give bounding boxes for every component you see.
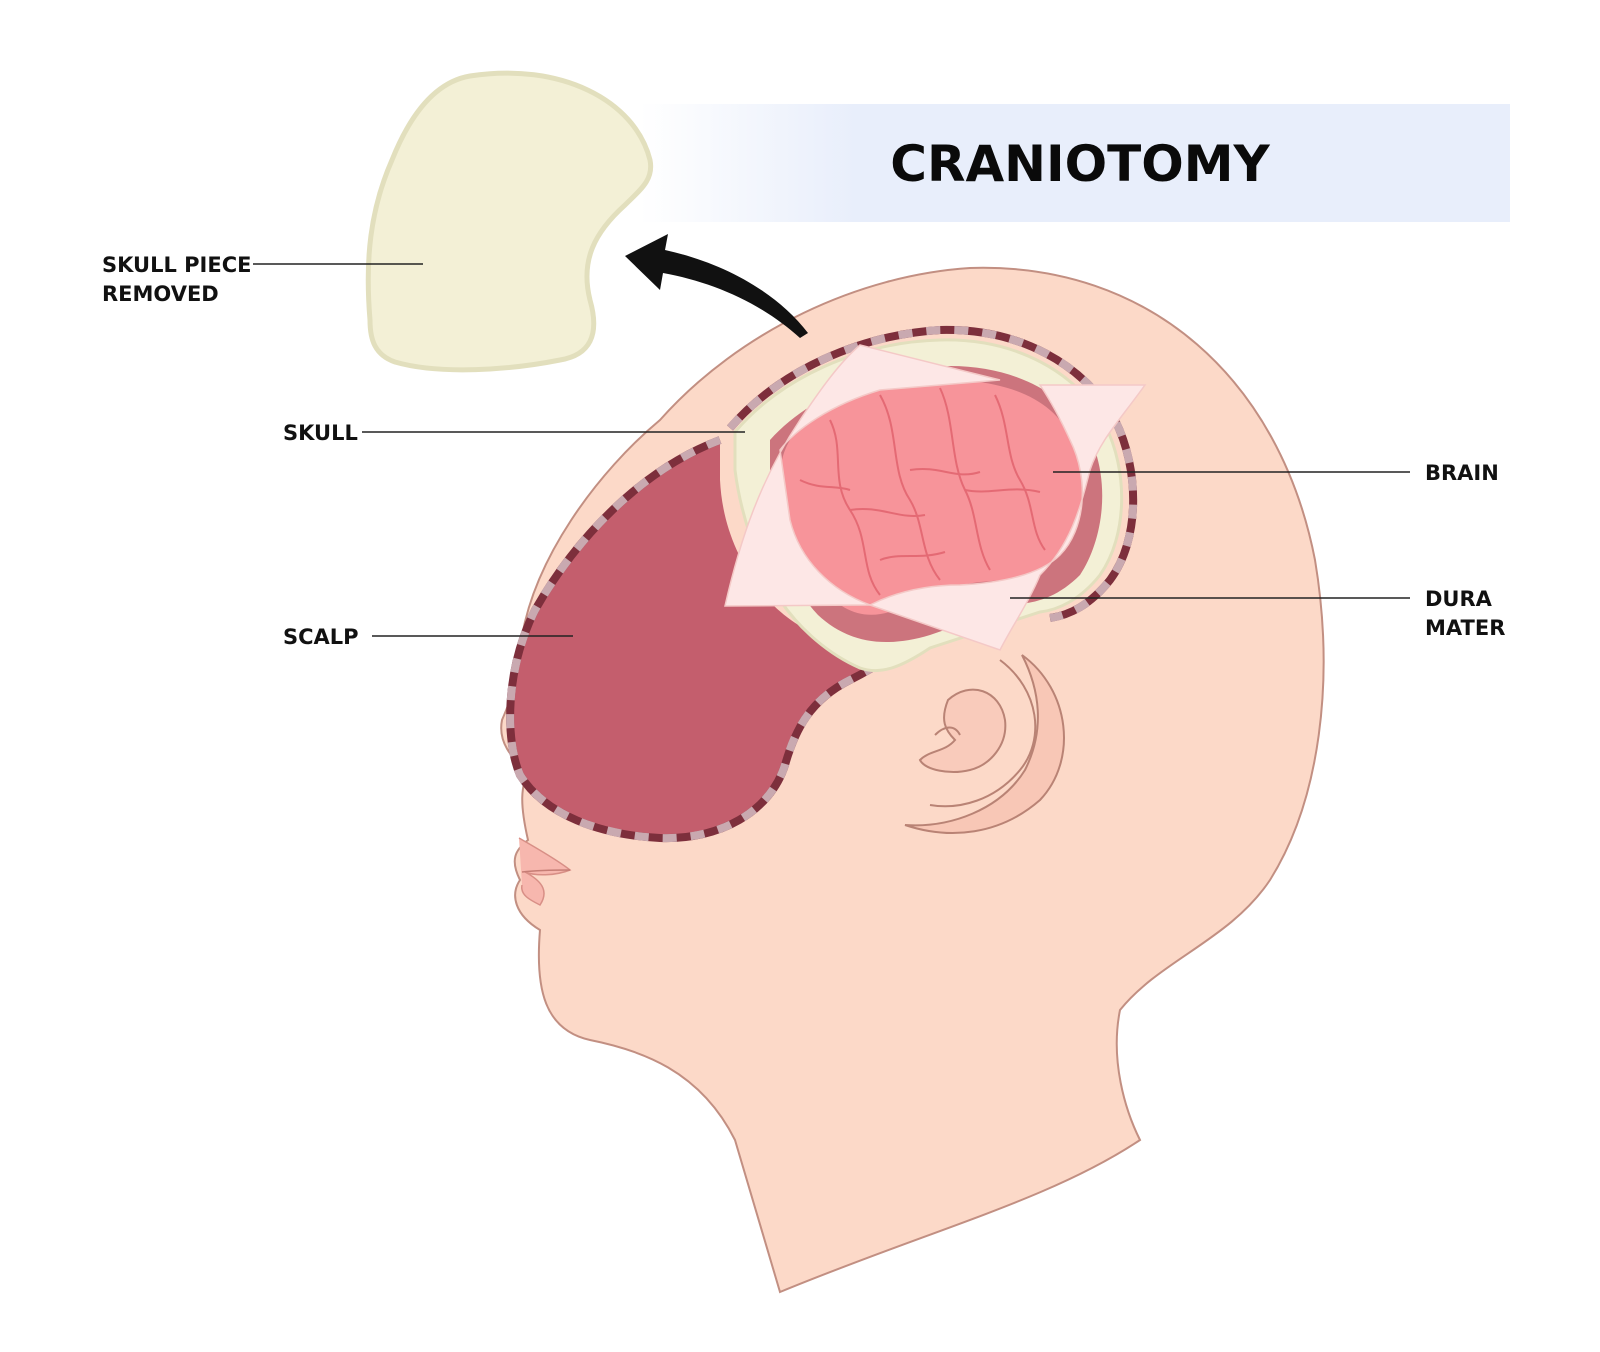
label-scalp: SCALP (283, 625, 359, 649)
removed-skull-piece (365, 70, 654, 373)
label-dura-mater-line1: DURA (1425, 587, 1493, 611)
label-dura-mater-line2: MATER (1425, 616, 1505, 640)
diagram-title: CRANIOTOMY (890, 135, 1270, 193)
removal-arrow (625, 234, 808, 338)
label-skull-piece-line1: SKULL PIECE (102, 253, 251, 277)
ear (904, 654, 1065, 834)
brain-vessels (799, 387, 1046, 596)
title-band (640, 104, 1510, 222)
label-brain: BRAIN (1425, 461, 1499, 485)
dura-mater-right-flap (868, 384, 1147, 651)
lip-line (521, 869, 571, 873)
scalp-flap-edge-dashes (506, 436, 909, 843)
label-skull: SKULL (283, 421, 358, 445)
scalp-flap (510, 440, 905, 839)
label-skull-piece-line2: REMOVED (102, 282, 219, 306)
